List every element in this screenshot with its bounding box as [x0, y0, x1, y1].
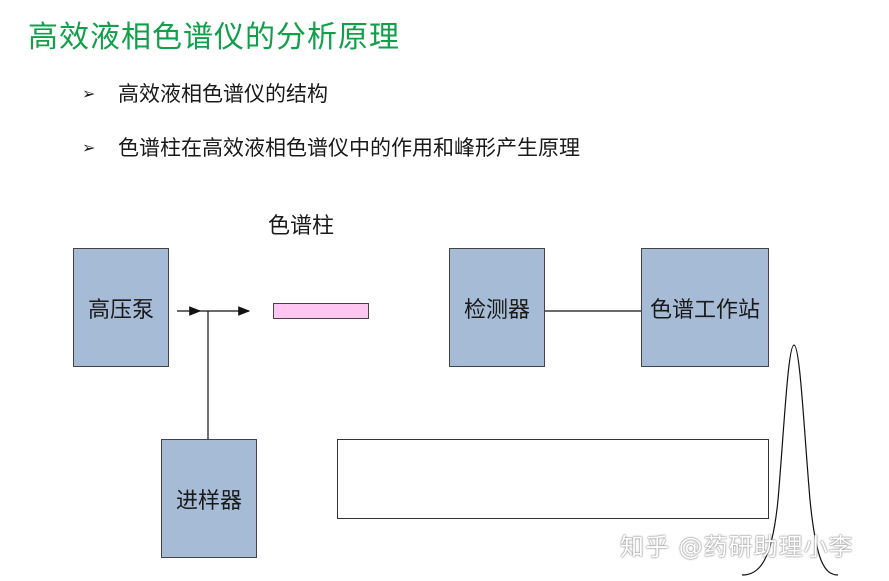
arrow-bullet-icon: ➢: [82, 83, 96, 103]
slide-title: 高效液相色谱仪的分析原理: [28, 20, 400, 55]
high-pressure-pump-box: 高压泵: [73, 248, 169, 367]
output-box: [337, 439, 769, 519]
watermark: 知乎 @药研助理小李: [620, 533, 854, 561]
chromatogram-peak: [741, 344, 839, 576]
detector-label: 检测器: [463, 297, 530, 323]
bullet-structure: ➢ 高效液相色谱仪的结构: [82, 78, 328, 108]
injector-box: 进样器: [161, 439, 257, 558]
bullet-column-role: ➢ 色谱柱在高效液相色谱仪中的作用和峰形产生原理: [82, 132, 580, 162]
chromatography-column: [273, 303, 369, 319]
pump-label: 高压泵: [87, 297, 154, 323]
workstation-box: 色谱工作站: [641, 248, 769, 367]
bullet-text: 色谱柱在高效液相色谱仪中的作用和峰形产生原理: [118, 136, 580, 160]
injector-label: 进样器: [175, 488, 242, 514]
workstation-label: 色谱工作站: [649, 297, 760, 323]
column-label: 色谱柱: [268, 214, 335, 239]
detector-box: 检测器: [449, 248, 545, 367]
arrow-bullet-icon: ➢: [82, 137, 96, 157]
bullet-text: 高效液相色谱仪的结构: [118, 82, 328, 106]
